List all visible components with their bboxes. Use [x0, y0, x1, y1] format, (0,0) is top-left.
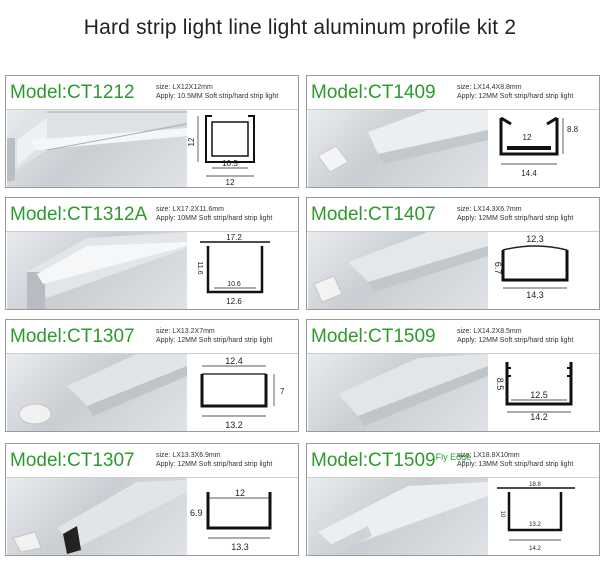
- dimension-label: 6.9: [190, 508, 203, 518]
- dimension-label: 10.5: [222, 159, 238, 168]
- dimension-label: 10: [499, 511, 505, 518]
- divider: [6, 231, 298, 232]
- product-photo: [7, 110, 188, 187]
- model-label: Model:CT1307: [10, 450, 135, 471]
- dimension-label: 14.2: [529, 546, 541, 552]
- dimension-label: 12: [226, 178, 235, 187]
- product-photo: [7, 232, 187, 309]
- profile-diagram: 17.2 11.6 10.6 12.6: [186, 232, 298, 309]
- model-label: Model:CT1407: [311, 204, 436, 225]
- model-label: Model:CT1409: [311, 82, 436, 103]
- profile-diagram: 12 6.9 13.3: [186, 478, 298, 555]
- dimension-label: 13.3: [231, 542, 249, 552]
- dimension-label: 14.2: [530, 412, 548, 422]
- dimension-label: 7: [280, 387, 285, 396]
- dimension-label: 14.4: [521, 169, 537, 178]
- dimension-label: 17.2: [226, 233, 242, 242]
- dimension-label: 8.5: [495, 378, 505, 391]
- dimension-label: 12: [523, 133, 532, 142]
- divider: [6, 109, 298, 110]
- profile-diagram: 8.8 12 14.4: [487, 110, 599, 187]
- dimension-label: 13.2: [529, 522, 541, 528]
- dimension-label: 12.6: [226, 297, 242, 306]
- page-title: Hard strip light line light aluminum pro…: [83, 16, 517, 39]
- dimension-label: 13.2: [225, 420, 243, 430]
- dimension-label: 10.6: [227, 281, 241, 288]
- profile-diagram: 12.3 6.7 14.3: [487, 232, 599, 309]
- dimension-label: 12.5: [530, 390, 548, 400]
- dimension-label: 6.7: [493, 262, 503, 275]
- dimension-label: 18.8: [529, 482, 541, 488]
- dimension-label: 14.3: [526, 290, 544, 300]
- product-photo: [308, 354, 488, 431]
- divider: [307, 231, 599, 232]
- model-label: Model:CT1509: [311, 326, 436, 347]
- profile-diagram: 8.5 12.5 14.2: [487, 354, 599, 431]
- model-label: Model:CT1212: [10, 82, 135, 103]
- product-photo: [7, 354, 187, 431]
- product-photo: [308, 232, 488, 309]
- dimension-label: 12: [235, 488, 245, 498]
- product-photo: [308, 478, 488, 555]
- divider: [307, 109, 599, 110]
- dimension-label: 12.4: [225, 356, 243, 366]
- divider: [6, 353, 298, 354]
- dimension-label: 11.6: [196, 261, 203, 274]
- product-photo: [308, 110, 488, 187]
- profile-diagram: 18.8 10 13.2 14.2: [487, 478, 599, 555]
- profile-diagram: 12.4 7 13.2: [186, 354, 298, 431]
- divider: [6, 477, 298, 478]
- product-photo: [7, 478, 187, 555]
- model-label: Model:CT1312A: [10, 204, 148, 225]
- dimension-label: 12.3: [526, 234, 544, 244]
- model-label: Model:CT1307: [10, 326, 135, 347]
- divider: [307, 477, 599, 478]
- model-label: Model:CT1509Fly Edge: [311, 450, 472, 471]
- dimension-label: 8.8: [567, 125, 579, 134]
- dimension-label: 12: [187, 137, 196, 146]
- profile-diagram: 12 10.5 12: [186, 110, 298, 187]
- divider: [307, 353, 599, 354]
